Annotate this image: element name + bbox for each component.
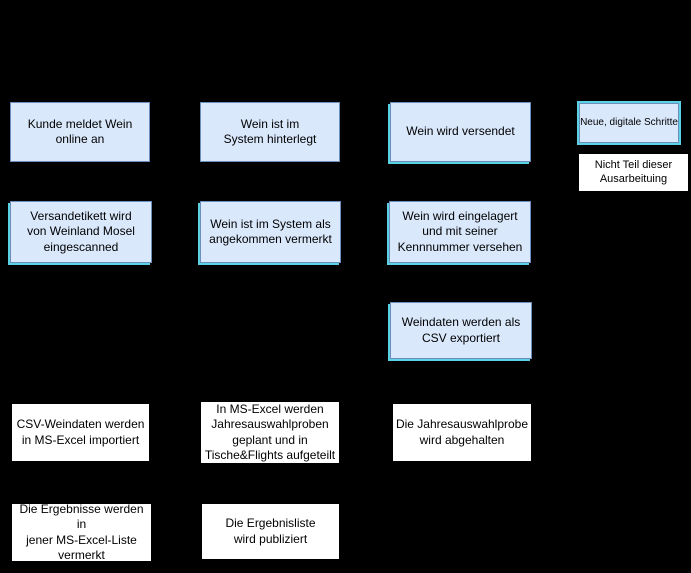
flow-box-wein-angekommen-vermerkt: Wein ist im System als angekommen vermer… — [200, 201, 341, 263]
flow-box-ergebnisliste-publiziert: Die Ergebnisliste wird publiziert — [201, 503, 340, 560]
flow-box-wein-im-system-hinterlegt: Wein ist im System hinterlegt — [200, 102, 340, 162]
flow-box-ergebnisse-vermerkt: Die Ergebnisse werden in jener MS-Excel-… — [11, 502, 152, 562]
legend-item-neue-digitale-schritte: Neue, digitale Schritte — [579, 103, 679, 143]
flow-box-wein-eingelagert: Wein wird eingelagert und mit seiner Ken… — [389, 201, 531, 263]
flow-box-label: Wein wird versendet — [406, 124, 515, 139]
flow-box-versandetikett-eingescanned: Versandetikett wird von Weinland Mosel e… — [10, 201, 152, 263]
flow-box-label: CSV-Weindaten werden in MS-Excel importi… — [16, 417, 145, 447]
flow-box-label: Versandetikett wird von Weinland Mosel e… — [27, 209, 135, 254]
flow-box-label: Wein ist im System als angekommen vermer… — [209, 216, 332, 246]
flow-box-weindaten-csv-export: Weindaten werden als CSV exportiert — [390, 302, 532, 359]
legend-label: Neue, digitale Schritte — [580, 116, 678, 128]
legend-label: Nicht Teil dieser Ausarbeituing — [594, 158, 673, 185]
flow-box-csv-import-excel: CSV-Weindaten werden in MS-Excel importi… — [11, 403, 150, 462]
flow-box-label: Weindaten werden als CSV exportiert — [401, 315, 521, 345]
flow-box-label: Die Ergebnisse werden in jener MS-Excel-… — [19, 502, 144, 562]
flow-box-label: Wein wird eingelagert und mit seiner Ken… — [397, 209, 523, 254]
flow-box-label: Kunde meldet Wein online an — [27, 116, 133, 146]
flow-box-label: Wein ist im System hinterlegt — [223, 116, 317, 146]
flow-box-label: Die Ergebnisliste wird publiziert — [225, 516, 316, 546]
flow-box-label: Die Jahresauswahlprobe wird abgehalten — [395, 417, 529, 447]
legend-item-nicht-teil-dieser-ausarbeituing: Nicht Teil dieser Ausarbeituing — [578, 153, 689, 192]
flow-box-excel-jahresauswahlproben: In MS-Excel werden Jahresauswahlproben g… — [200, 401, 340, 464]
flow-box-jahresauswahlprobe-abgehalten: Die Jahresauswahlprobe wird abgehalten — [392, 403, 532, 462]
flow-box-label: In MS-Excel werden Jahresauswahlproben g… — [204, 402, 336, 462]
flow-box-kunde-meldet-wein: Kunde meldet Wein online an — [10, 102, 150, 162]
flow-box-wein-wird-versendet: Wein wird versendet — [390, 102, 531, 162]
